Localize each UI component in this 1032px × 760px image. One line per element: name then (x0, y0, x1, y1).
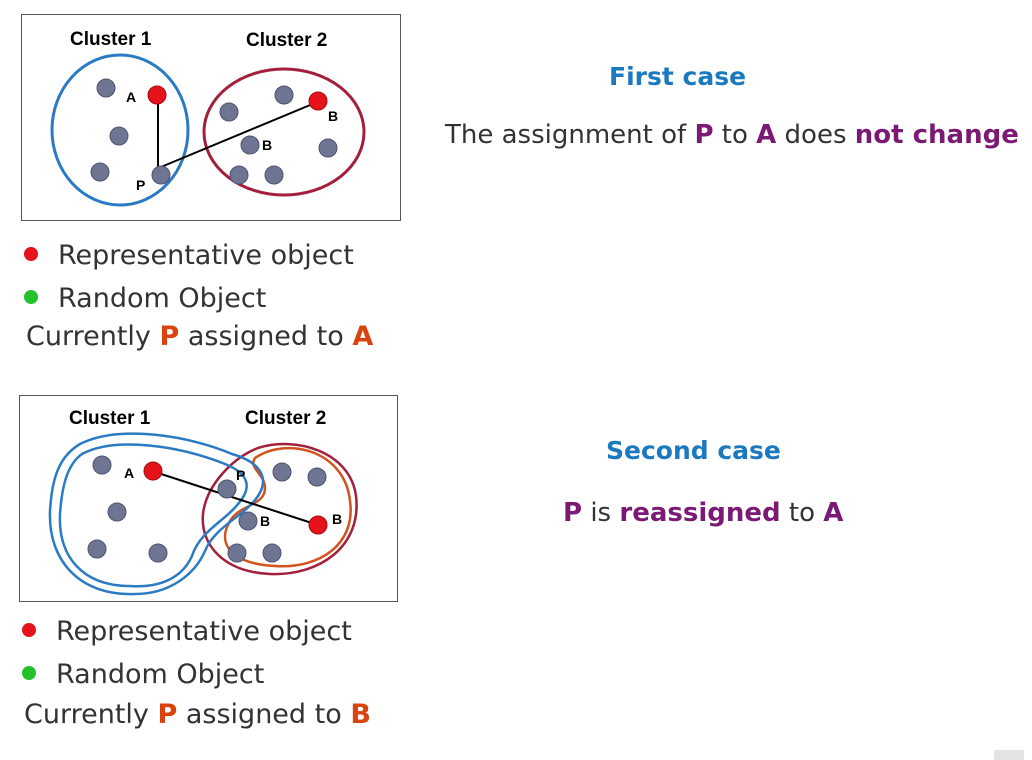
object-point (264, 165, 284, 185)
object-point (96, 78, 116, 98)
object-point (318, 138, 338, 158)
status-mid: assigned to (187, 321, 344, 352)
case-1-does: does (784, 120, 847, 150)
case-2-emphasis: reassigned (619, 498, 781, 528)
cluster-2-boundary (202, 67, 366, 197)
line-p-to-b (160, 102, 316, 168)
object-point-b (240, 135, 260, 155)
legend-representative: Representative object (24, 240, 354, 272)
legend-representative-2: Representative object (22, 616, 352, 648)
green-dot-icon (22, 665, 36, 680)
legend-random-text: Random Object (56, 659, 265, 690)
line-a-to-b (154, 471, 319, 526)
diagram-second-case-svg: Cluster 1 Cluster 2 A P B B (48, 408, 358, 596)
status-second-case: Currently P assigned to B (24, 699, 371, 731)
diagram-first-case: Cluster 1 Cluster 2 A B B P (21, 14, 401, 221)
status-target: B (350, 699, 371, 730)
cluster-1-label: Cluster 1 (70, 29, 152, 50)
label-b-rep: B (332, 511, 342, 527)
object-point (219, 102, 239, 122)
case-1-p: P (694, 120, 714, 150)
point-p (217, 479, 237, 499)
object-point (92, 455, 112, 475)
status-p: P (159, 321, 180, 352)
case-1-emphasis: not change (854, 120, 1019, 150)
green-dot-icon (24, 289, 38, 304)
label-b-obj: B (262, 137, 272, 153)
case-2-to: to (788, 498, 815, 528)
legend-random-text: Random Object (58, 283, 267, 314)
red-dot-icon (24, 246, 38, 261)
diagram-first-case-svg: Cluster 1 Cluster 2 A B B P (50, 29, 366, 207)
cluster-1-boundary-inner (58, 443, 248, 588)
object-point (107, 502, 127, 522)
object-point (90, 162, 110, 182)
case-2-a: A (823, 498, 844, 528)
case-1-title: First case (609, 62, 747, 91)
object-point (307, 467, 327, 487)
cluster-1-boundary (50, 53, 190, 207)
status-mid: assigned to (185, 699, 342, 730)
label-p: P (136, 177, 145, 193)
case-1-to: to (721, 120, 748, 150)
red-dot-icon (22, 622, 36, 637)
label-a: A (124, 465, 134, 481)
object-point (274, 85, 294, 105)
representative-a (143, 461, 163, 481)
cluster-1-boundary-outer (48, 432, 265, 596)
point-p (151, 165, 171, 185)
cluster-1-label: Cluster 1 (69, 408, 151, 429)
cluster-2-boundary-inner (223, 446, 352, 568)
slide-corner-marker (994, 750, 1024, 760)
case-2-description: P is reassigned to A (563, 498, 843, 528)
object-point (272, 462, 292, 482)
label-b-rep: B (328, 108, 338, 124)
diagram-second-case: Cluster 1 Cluster 2 A P B B (19, 395, 398, 602)
case-2-is: is (590, 498, 612, 528)
case-2-title: Second case (606, 436, 781, 465)
cluster-2-label: Cluster 2 (246, 30, 327, 51)
status-prefix: Currently (24, 699, 149, 730)
status-prefix: Currently (26, 321, 151, 352)
legend-representative-text: Representative object (56, 616, 352, 647)
status-target: A (352, 321, 374, 352)
status-first-case: Currently P assigned to A (26, 321, 373, 353)
object-point (148, 543, 168, 563)
legend-random-2: Random Object (22, 659, 264, 691)
case-1-the: The assignment of (445, 120, 687, 150)
object-point-b (238, 511, 258, 531)
object-point (227, 543, 247, 563)
case-1-a: A (756, 120, 777, 150)
representative-a (147, 85, 167, 105)
object-point (87, 539, 107, 559)
status-p: P (157, 699, 178, 730)
representative-b (308, 91, 328, 111)
object-point (262, 543, 282, 563)
legend-representative-text: Representative object (58, 240, 354, 271)
cluster-2-boundary-outer (201, 442, 358, 576)
legend-random: Random Object (24, 283, 266, 315)
case-2-p: P (563, 498, 583, 528)
object-point (109, 126, 129, 146)
label-p: P (236, 467, 245, 483)
case-1-description: The assignment of P to A does not change (445, 120, 1019, 150)
object-point (229, 165, 249, 185)
label-b-obj: B (260, 513, 270, 529)
representative-b (308, 515, 328, 535)
label-a: A (126, 89, 136, 105)
cluster-2-label: Cluster 2 (245, 408, 326, 429)
